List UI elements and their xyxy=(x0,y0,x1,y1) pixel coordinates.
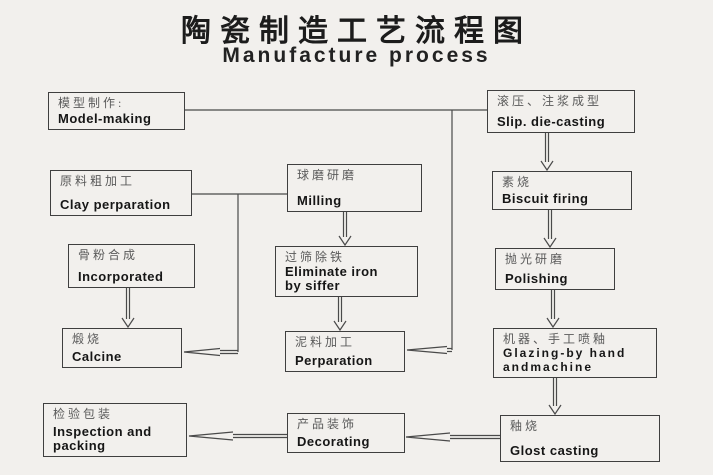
node-eliminate-iron-label-en: Eliminate iron by siffer xyxy=(285,264,378,293)
node-clay-processing-label-zh: 泥料加工 xyxy=(295,335,356,349)
node-inspection-packing: 检验包装 Inspection and packing xyxy=(43,403,187,457)
node-glazing: 机器、手工喷釉 Glazing-by hand andmachine xyxy=(493,328,657,378)
arrow-glost-to-decorating xyxy=(405,432,500,442)
node-polishing: 抛光研磨 Polishing xyxy=(495,248,615,290)
node-clay-preparation-label-zh: 原料粗加工 xyxy=(60,174,136,188)
arrow-glazing-to-glost xyxy=(548,378,562,416)
node-glazing-label-zh: 机器、手工喷釉 xyxy=(503,332,609,346)
node-inspection-packing-label-zh: 检验包装 xyxy=(53,407,114,421)
node-inspection-packing-label-en: Inspection and packing xyxy=(53,424,152,453)
node-decorating-label-en: Decorating xyxy=(297,434,370,449)
node-polishing-label-zh: 抛光研磨 xyxy=(505,252,566,266)
node-calcine-label-zh: 煅烧 xyxy=(72,332,103,346)
arrow-polishing-to-glazing xyxy=(546,290,560,329)
node-biscuit-firing: 素烧 Biscuit firing xyxy=(492,171,632,210)
arrow-decorating-to-inspection xyxy=(188,431,287,441)
arrow-incorporated-to-calcine xyxy=(121,288,135,329)
node-milling: 球磨研磨 Milling xyxy=(287,164,422,212)
node-model-making-label-zh: 模型制作: xyxy=(58,96,125,110)
node-polishing-label-en: Polishing xyxy=(505,271,568,286)
node-glost-casting-label-en: Glost casting xyxy=(510,443,599,458)
arrow-branch-to-calcine xyxy=(183,347,238,357)
node-model-making-label-en: Model-making xyxy=(58,111,152,126)
page-title: 陶瓷制造工艺流程图 xyxy=(181,15,532,48)
node-slip-die-casting-label-zh: 滚压、注浆成型 xyxy=(497,94,603,108)
arrow-biscuit-to-polishing xyxy=(543,210,557,249)
node-incorporated: 骨粉合成 Incorporated xyxy=(68,244,195,288)
node-glazing-label-en: Glazing-by hand andmachine xyxy=(503,346,627,374)
node-milling-label-zh: 球磨研磨 xyxy=(297,168,358,182)
node-eliminate-iron: 过筛除铁 Eliminate iron by siffer xyxy=(275,246,418,297)
arrow-drop-to-perparation-head xyxy=(406,345,452,355)
node-clay-processing: 泥料加工 Perparation xyxy=(285,331,405,372)
node-biscuit-firing-label-zh: 素烧 xyxy=(502,175,533,189)
arrow-milling-to-eliminate xyxy=(338,212,352,247)
node-calcine-label-en: Calcine xyxy=(72,349,122,364)
node-slip-die-casting-label-en: Slip. die-casting xyxy=(497,114,606,129)
node-calcine: 煅烧 Calcine xyxy=(62,328,182,368)
node-decorating: 产品装饰 Decorating xyxy=(287,413,405,453)
node-incorporated-label-zh: 骨粉合成 xyxy=(78,248,139,262)
node-glost-casting-label-zh: 釉烧 xyxy=(510,419,541,433)
node-glost-casting: 釉烧 Glost casting xyxy=(500,415,660,462)
node-incorporated-label-en: Incorporated xyxy=(78,269,164,284)
node-decorating-label-zh: 产品装饰 xyxy=(297,417,358,431)
arrow-slip-to-biscuit xyxy=(540,133,554,172)
page-subtitle: Manufacture process xyxy=(222,44,491,67)
node-clay-preparation-label-en: Clay perparation xyxy=(60,197,171,212)
node-biscuit-firing-label-en: Biscuit firing xyxy=(502,191,589,206)
arrow-eliminate-to-perparation xyxy=(333,297,347,332)
node-milling-label-en: Milling xyxy=(297,193,342,208)
node-clay-processing-label-en: Perparation xyxy=(295,353,373,368)
node-model-making: 模型制作: Model-making xyxy=(48,92,185,130)
node-eliminate-iron-label-zh: 过筛除铁 xyxy=(285,250,346,264)
node-slip-die-casting: 滚压、注浆成型 Slip. die-casting xyxy=(487,90,635,133)
node-clay-preparation: 原料粗加工 Clay perparation xyxy=(50,170,192,216)
